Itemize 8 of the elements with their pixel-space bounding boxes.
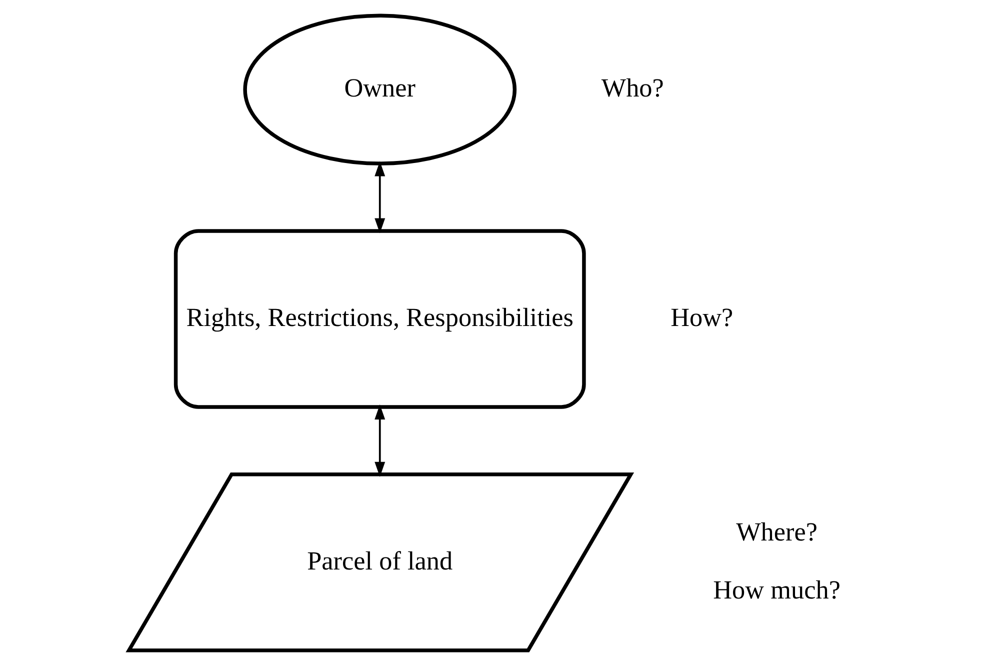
node-ellipse: Owner (243, 14, 517, 166)
node-label: How? (670, 302, 734, 332)
node-label: Where? (736, 517, 818, 546)
node-box: Rights, Restrictions, Responsibilities (174, 229, 586, 409)
arrow (374, 161, 386, 234)
node-label: How much? (713, 575, 840, 604)
node-label: Who? (601, 74, 664, 103)
arrow (374, 404, 386, 477)
